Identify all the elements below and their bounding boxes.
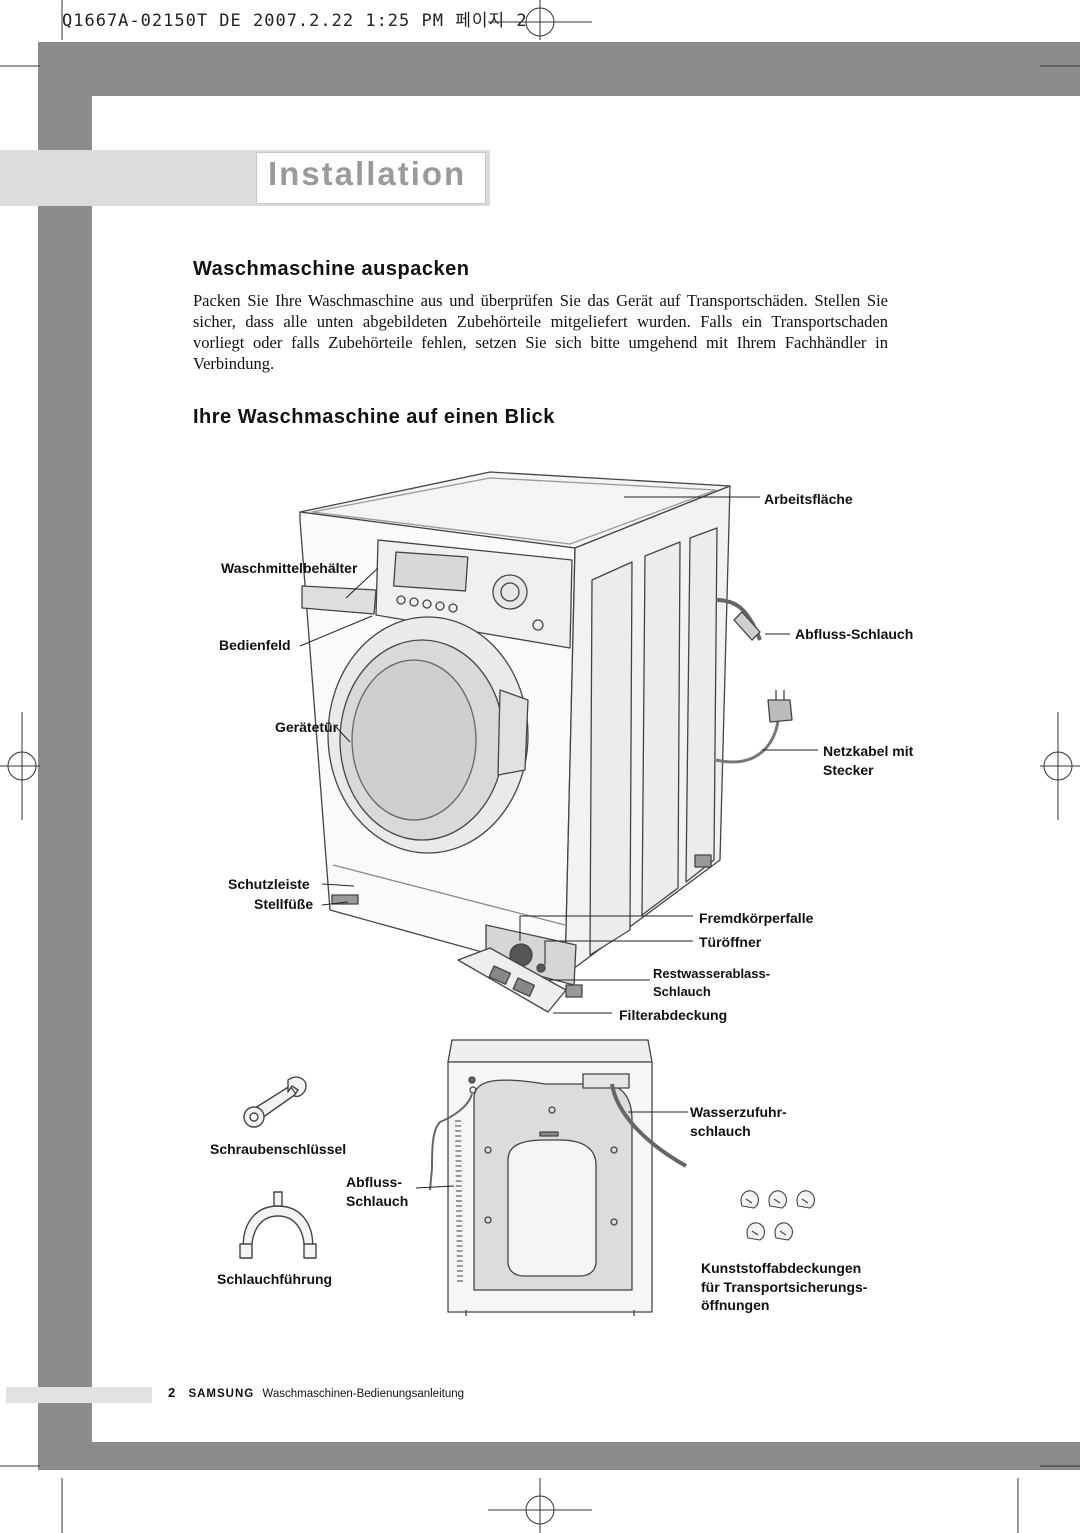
label-kunststoff-line1: Kunststoffabdeckungen bbox=[701, 1260, 862, 1276]
label-wasserzufuhr-line1: Wasserzufuhr- bbox=[690, 1104, 787, 1120]
label-tueroeffner: Türöffner bbox=[699, 934, 762, 950]
label-geraetetuer: Gerätetür bbox=[275, 719, 339, 735]
wrench-icon bbox=[243, 1076, 307, 1128]
section-title-box bbox=[256, 152, 486, 204]
label-stellfuesse: Stellfüße bbox=[254, 896, 314, 912]
label-restwasser-line2: Schlauch bbox=[653, 984, 711, 999]
label-abfluss-line2: Schlauch bbox=[346, 1193, 409, 1209]
page-footer: 2 SAMSUNG Waschmaschinen-Bedienungsanlei… bbox=[168, 1385, 464, 1400]
label-netzkabel-line1: Netzkabel mit bbox=[823, 743, 914, 759]
label-abfluss-schlauch: Abfluss-Schlauch bbox=[795, 626, 914, 642]
label-netzkabel-line2: Stecker bbox=[823, 762, 874, 778]
label-filterabdeckung: Filterabdeckung bbox=[619, 1007, 728, 1023]
label-schutzleiste: Schutzleiste bbox=[228, 876, 310, 892]
page-frame-top bbox=[38, 42, 1080, 96]
label-restwasser-line1: Restwasserablass- bbox=[653, 966, 771, 981]
section-title: Installation bbox=[268, 155, 467, 192]
overview-heading: Ihre Waschmaschine auf einen Blick bbox=[193, 406, 555, 428]
label-schraubenschluessel: Schraubenschlüssel bbox=[210, 1141, 347, 1157]
label-fremdkoerperfalle: Fremdkörperfalle bbox=[699, 910, 814, 926]
hose-guide-icon bbox=[239, 1191, 317, 1259]
label-waschmittelbehaelter: Waschmittelbehälter bbox=[221, 560, 358, 576]
print-header: Q1667A-02150T DE 2007.2.22 1:25 PM 페이지 2 bbox=[62, 11, 528, 31]
footer-bar bbox=[6, 1387, 152, 1403]
label-kunststoff-line2: für Transportsicherungs- bbox=[701, 1279, 868, 1295]
label-wasserzufuhr-line2: schlauch bbox=[690, 1123, 751, 1139]
page-frame-left bbox=[38, 42, 92, 1470]
plastic-caps-icon bbox=[740, 1190, 816, 1241]
label-kunststoff-line3: öffnungen bbox=[701, 1297, 770, 1313]
unpack-heading: Waschmaschine auspacken bbox=[193, 258, 470, 280]
page-number: 2 bbox=[168, 1385, 176, 1400]
label-schlauchfuehrung: Schlauchführung bbox=[217, 1271, 333, 1287]
manual-title: Waschmaschinen-Bedienungsanleitung bbox=[262, 1388, 465, 1400]
label-abfluss-line1: Abfluss- bbox=[346, 1174, 402, 1190]
brand-name: SAMSUNG bbox=[188, 1388, 255, 1400]
label-arbeitsflaeche: Arbeitsfläche bbox=[764, 491, 853, 507]
unpack-paragraph: Packen Sie Ihre Waschmaschine aus und üb… bbox=[193, 291, 888, 373]
label-bedienfeld: Bedienfeld bbox=[219, 637, 291, 653]
page-frame-bottom bbox=[38, 1442, 1080, 1470]
